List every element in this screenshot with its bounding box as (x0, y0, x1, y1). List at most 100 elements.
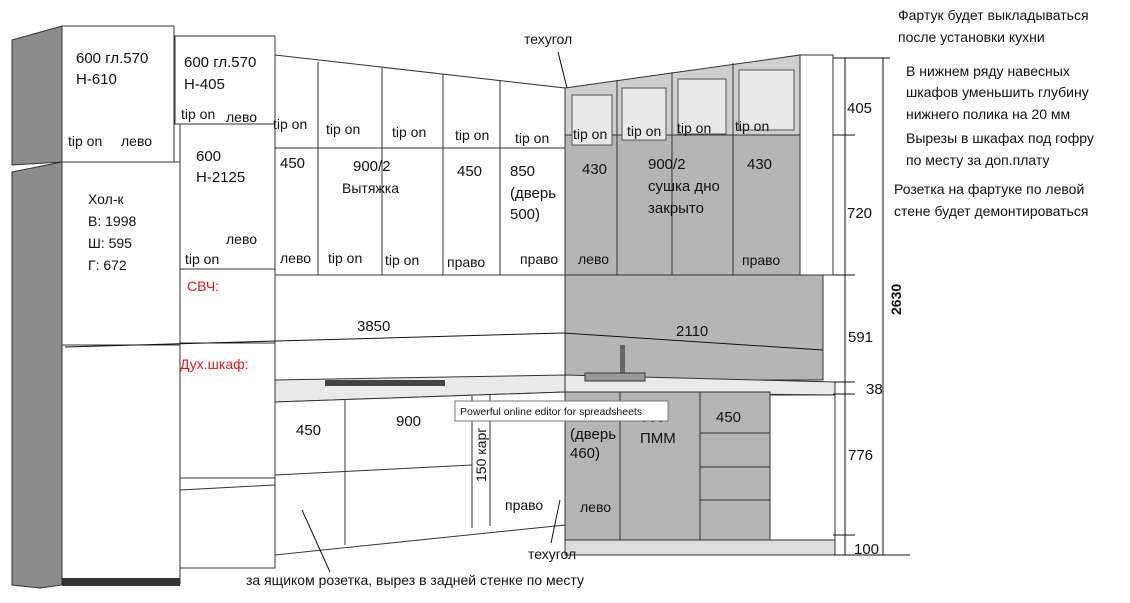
note-2-line-2: шкафов уменьшить глубину (906, 84, 1089, 100)
upper-cab-4b: (дверь (510, 185, 556, 202)
upper-cab-5: 430 (582, 161, 607, 178)
lower-cab-1: 450 (296, 422, 321, 439)
fridge-front (61, 161, 181, 585)
lower-cab-4b: 460) (570, 445, 600, 462)
upper-cab-4c: 500) (510, 206, 540, 223)
faucet (620, 345, 625, 375)
tooltip: Powerful online editor for spreadsheets (454, 400, 669, 422)
upper-cab-2a: 900/2 (353, 158, 391, 175)
backsplash (564, 274, 824, 381)
hinge-right-3: право (742, 252, 780, 268)
dim-591: 591 (848, 329, 873, 346)
upper-cab-1: 450 (280, 155, 305, 172)
tall-top-label-2: Н-610 (76, 71, 117, 88)
glass-1 (571, 94, 613, 146)
tall-top-front (61, 25, 175, 163)
tall2-bottom (179, 477, 276, 569)
hinge-tipon-1: tip on (68, 133, 102, 149)
dim-100: 100 (854, 541, 879, 558)
upper-right-end (799, 54, 834, 276)
tall2-microwave (179, 268, 276, 344)
lower-plinth-line (179, 484, 276, 491)
hinge-tipon-10: tip on (627, 123, 661, 139)
hinge-tipon-9: tip on (573, 126, 607, 142)
upper-cab-7: 430 (747, 156, 772, 173)
glass-4 (738, 69, 795, 131)
tall-top-label-1: 600 гл.570 (76, 50, 148, 67)
fridge-base (62, 578, 180, 586)
corner-top-arrow (557, 51, 568, 89)
fridge-label-4: Г: 672 (88, 257, 127, 273)
dim-line-3850 (64, 332, 564, 348)
socket-arrow (301, 509, 331, 573)
note-1-line-2: после установки кухни (898, 29, 1045, 45)
note-3-line-1: Вырезы в шкафах под гофру (906, 130, 1094, 146)
hinge-right-2: право (520, 251, 558, 267)
corner-bottom-arrow (550, 499, 561, 544)
hinge-left-1: лево (121, 133, 152, 149)
dim-total: 2630 (888, 284, 904, 315)
hinge-tipon-12: tip on (735, 118, 769, 134)
upper-right-row (564, 134, 801, 276)
tall2-mid-front (179, 123, 276, 270)
glass-2 (621, 87, 667, 141)
note-2-line-1: В нижнем ряду навесных (906, 63, 1070, 79)
note-2-line-3: нижнего полика на 20 мм (906, 106, 1070, 122)
lower-cab-3: 150 карг (473, 428, 489, 482)
lower-cab-4a: (дверь (570, 426, 616, 443)
note-4-line-2: стене будет демонтироваться (894, 203, 1088, 219)
hinge-left-2: лево (226, 109, 257, 125)
tall-mid-label-2: Н-2125 (196, 169, 245, 186)
hinge-left-5: лево (578, 251, 609, 267)
hinge-right-4: право (505, 497, 543, 513)
upper-cab-3: 450 (457, 163, 482, 180)
fridge-label-1: Хол-к (88, 191, 124, 207)
hinge-tipon-13: tip on (328, 250, 362, 266)
hob (325, 380, 445, 386)
dim-405: 405 (847, 100, 872, 117)
glass-3 (677, 78, 727, 135)
lower-cab-5b: ПММ (640, 430, 676, 447)
hinge-tipon-4: tip on (273, 116, 307, 132)
tall-top-side (11, 25, 63, 166)
upper-cab-4a: 850 (510, 163, 535, 180)
dim-3850: 3850 (357, 318, 390, 335)
lower-drawer-line (274, 464, 473, 476)
note-1-line-1: Фартук будет выкладываться (898, 7, 1089, 23)
hinge-tipon-2: tip on (181, 106, 215, 122)
corner-top-label: техугол (524, 31, 572, 47)
hinge-left-6: лево (580, 499, 611, 515)
upper-cab-6c: закрыто (648, 200, 704, 217)
hinge-right-1: право (447, 254, 485, 270)
tall2-label-2: Н-405 (184, 76, 225, 93)
oven-label: Дух.шкаф: (180, 356, 249, 372)
tall-mid-label-1: 600 (196, 148, 221, 165)
hinge-left-4: лево (280, 250, 311, 266)
dim-38: 38 (866, 381, 883, 398)
fridge-label-3: Ш: 595 (88, 235, 132, 251)
hinge-left-3: лево (226, 231, 257, 247)
lower-cab-6: 450 (716, 409, 741, 426)
plinth-right (564, 539, 836, 556)
upper-cab-2b: Вытяжка (342, 180, 399, 196)
dim-720: 720 (847, 205, 872, 222)
socket-note: за ящиком розетка, вырез в задней стенке… (246, 572, 584, 588)
hinge-tipon-14: tip on (385, 252, 419, 268)
sink (584, 372, 646, 382)
dim-776: 776 (848, 447, 873, 464)
corner-bottom-label: техугол (528, 546, 576, 562)
hinge-tipon-5: tip on (326, 121, 360, 137)
hinge-tipon-3: tip on (185, 251, 219, 267)
dim-2110: 2110 (676, 323, 708, 340)
microwave-label: СВЧ: (187, 278, 219, 294)
tooltip-text: Powerful online editor for spreadsheets (460, 406, 642, 418)
note-4-line-1: Розетка на фартуке по левой (894, 181, 1084, 197)
lower-cab-2: 900 (396, 413, 421, 430)
fridge-side (11, 161, 63, 589)
dim-line-2110 (562, 332, 824, 351)
note-3-line-2: по месту за доп.плату (906, 152, 1049, 168)
fridge-label-2: В: 1998 (88, 213, 136, 229)
upper-cab-6a: 900/2 (648, 156, 686, 173)
